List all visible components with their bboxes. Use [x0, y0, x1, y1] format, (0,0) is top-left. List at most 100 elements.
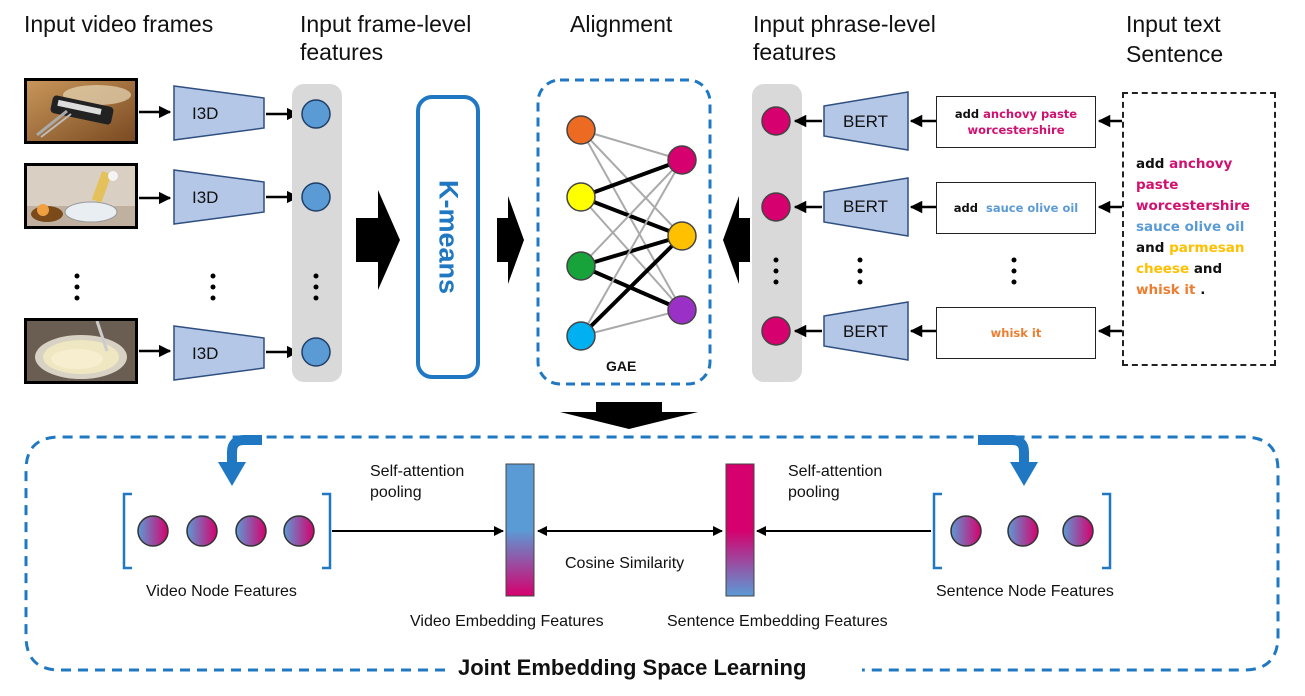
- sentence-embedding-label: Sentence Embedding Features: [667, 613, 888, 630]
- kmeans-label: K-means: [433, 179, 464, 295]
- video-node-bracket-left: [122, 492, 132, 570]
- ellipsis-phrases: [1011, 257, 1017, 285]
- sentence-part-2: anchovy paste worcestershire: [1136, 156, 1250, 214]
- gae-node-purple: [667, 295, 697, 325]
- pipeline-diagram: [74, 78, 1122, 429]
- gae-node-cyan: [566, 321, 596, 351]
- frame-feature-node-3: [301, 337, 331, 367]
- curved-arrow-right-head: [1010, 462, 1038, 486]
- phrase-text-3: whisk it: [991, 325, 1042, 341]
- header-text-line2: Sentence: [1126, 41, 1224, 67]
- phrase-2-part-2: sauce olive oil: [985, 201, 1079, 215]
- cosine-similarity-label: Cosine Similarity: [565, 555, 685, 572]
- sentence-node-3: [1062, 515, 1094, 547]
- header-video-frames: Input video frames: [24, 11, 214, 37]
- i3d-encoder-1: [173, 85, 265, 141]
- header-phrase-features-line1: Input phrase-level: [753, 11, 936, 37]
- phrase-1-part-3: worcestershire: [967, 123, 1065, 137]
- bert-encoder-2: [823, 177, 909, 237]
- sentence-node-bracket-left: [932, 492, 942, 570]
- sentence-part-4: and: [1136, 240, 1170, 256]
- self-attention-right-2: pooling: [788, 484, 840, 501]
- phrase-1-part-1: add: [954, 107, 984, 121]
- header-frame-features-line2: features: [300, 39, 384, 65]
- curved-arrow-left-head: [218, 462, 246, 486]
- sentence-part-3: sauce olive oil: [1136, 219, 1245, 235]
- i3d-encoder-3: [173, 325, 265, 381]
- header-frame-features-line1: Input frame-level: [300, 11, 472, 37]
- sentence-part-8: .: [1195, 282, 1206, 298]
- phrase-box-2: add sauce olive oil: [936, 182, 1096, 234]
- gae-node-green: [566, 251, 596, 281]
- header-text-line1: Input text: [1126, 11, 1221, 37]
- phrase-3-part-1: whisk it: [990, 326, 1042, 340]
- bert-encoder-1: [823, 91, 909, 151]
- phrase-text-1: add anchovy paste worcestershire: [955, 106, 1077, 138]
- video-node-bracket-right: [322, 492, 332, 570]
- phrase-feature-node-2: [761, 192, 791, 222]
- sentence-part-1: add: [1136, 156, 1170, 172]
- gae-node-magenta: [667, 145, 697, 175]
- sentence-node-1: [950, 515, 982, 547]
- sentence-embedding-bar: [725, 463, 755, 597]
- video-frame-1: [24, 78, 138, 144]
- gae-node-orange: [566, 115, 596, 145]
- frame-feature-node-1: [301, 99, 331, 129]
- video-node-features-label: Video Node Features: [146, 583, 297, 600]
- bert-label-3: BERT: [843, 322, 889, 341]
- ellipsis-phrase-nodes: [773, 257, 779, 285]
- video-node-1: [137, 515, 169, 547]
- frame-feature-node-2: [301, 182, 331, 212]
- video-node-2: [186, 515, 218, 547]
- big-arrow-to-kmeans: [356, 190, 400, 290]
- phrase-features-panel: [752, 84, 802, 382]
- bert-label-1: BERT: [843, 112, 889, 131]
- joint-space-box: [24, 435, 1280, 672]
- sentence-part-6: and: [1189, 261, 1223, 277]
- alignment-box: [536, 78, 712, 386]
- sentence-box: add anchovy paste worcestershire sauce o…: [1122, 92, 1276, 366]
- phrase-2-part-1: add: [953, 201, 986, 215]
- ellipsis-bert: [857, 257, 863, 285]
- curved-arrow-right: [978, 435, 1029, 464]
- phrase-feature-node-3: [761, 316, 791, 346]
- video-embedding-label: Video Embedding Features: [410, 613, 604, 630]
- phrase-box-3: whisk it: [936, 307, 1096, 359]
- big-arrow-to-alignment: [497, 196, 524, 284]
- sentence-part-7: whisk it: [1136, 282, 1196, 298]
- joint-embedding-title: Joint Embedding Space Learning: [458, 655, 807, 680]
- gae-node-gold: [667, 221, 697, 251]
- video-embedding-bar: [505, 463, 535, 597]
- gae-label: GAE: [606, 358, 637, 374]
- i3d-encoder-2: [173, 169, 265, 225]
- phrase-1-part-2: anchovy paste: [983, 107, 1078, 121]
- video-frame-3: [24, 318, 138, 384]
- sentence-part-5: parmesan cheese: [1136, 240, 1245, 277]
- bert-label-2: BERT: [843, 197, 889, 216]
- joint-embedding-diagram: [24, 435, 1280, 672]
- video-node-3: [235, 515, 267, 547]
- self-attention-left-1: Self-attention: [370, 463, 465, 480]
- i3d-label-2: I3D: [192, 188, 219, 207]
- bert-encoder-3: [823, 301, 909, 361]
- i3d-label-1: I3D: [192, 104, 219, 123]
- ellipsis-frame-nodes: [313, 273, 319, 301]
- phrase-text-2: add sauce olive oil: [954, 200, 1079, 216]
- ellipsis-encoders: [210, 273, 216, 301]
- self-attention-left-2: pooling: [370, 484, 422, 501]
- video-frame-2: [24, 163, 138, 229]
- curved-arrow-left: [227, 435, 262, 464]
- header-phrase-features-line2: features: [753, 39, 837, 65]
- header-alignment: Alignment: [570, 11, 673, 37]
- i3d-label-3: I3D: [192, 344, 219, 363]
- sentence-node-bracket-right: [1102, 492, 1112, 570]
- ellipsis-frames: [74, 273, 80, 301]
- phrase-feature-node-1: [761, 106, 791, 136]
- sentence-node-features-label: Sentence Node Features: [936, 583, 1114, 600]
- phrase-box-1: add anchovy paste worcestershire: [936, 96, 1096, 148]
- kmeans-box: K-means: [416, 95, 480, 379]
- sentence-node-2: [1007, 515, 1039, 547]
- frame-features-panel: [292, 84, 342, 382]
- video-node-4: [283, 515, 315, 547]
- gae-edges: [579, 129, 684, 338]
